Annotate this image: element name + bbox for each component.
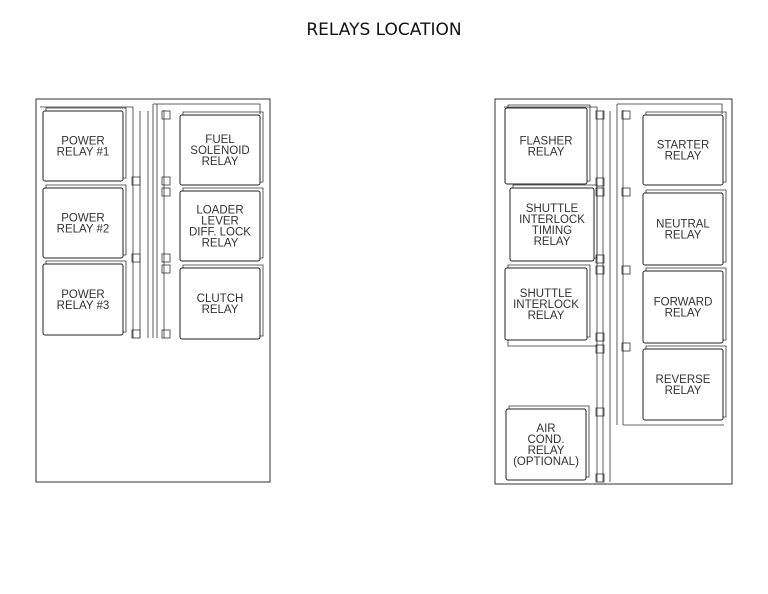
shuttle-interlock-timing-relay-label-line: SHUTTLE [526,203,579,215]
shuttle-interlock-timing-relay-label-line: RELAY [534,236,571,248]
shuttle-interlock-timing-relay-outline [512,184,598,259]
power-relay-1-label-line: POWER [61,136,104,148]
fuel-solenoid-relay-label-line: RELAY [202,156,239,168]
loader-lever-diff-lock-relay-label-line: RELAY [202,238,239,250]
power-relay-3-label-line: POWER [61,289,104,301]
starter-relay-label-line: STARTER [657,140,710,152]
shuttle-interlock-relay-label-line: INTERLOCK [513,299,579,311]
right-panel-rails [504,103,724,483]
loader-lever-diff-lock-relay-outline [182,187,264,259]
reverse-relay-label-line: REVERSE [656,374,711,386]
air-cond-relay-label-line: COND. [527,434,564,446]
flasher-relay-outline [507,104,591,182]
reverse-relay-box [642,348,724,421]
forward-relay-label-line: RELAY [665,308,702,320]
air-cond-relay-label-line: RELAY [528,445,565,457]
shuttle-interlock-timing-relay-label-line: INTERLOCK [519,214,585,226]
clutch-relay-label-line: CLUTCH [197,293,244,305]
power-relay-1-label-line: RELAY #1 [57,147,110,159]
flasher-relay-label-line: RELAY [528,147,565,159]
fuel-solenoid-relay-label-line: SOLENOID [190,145,249,157]
fuel-solenoid-relay-outline [182,111,264,183]
air-cond-relay-label-line: AIR [536,423,555,435]
power-relay-2-label-line: RELAY #2 [57,224,110,236]
neutral-relay-box [642,192,724,266]
starter-relay-label-line: RELAY [665,151,702,163]
fuel-solenoid-relay-label-line: FUEL [205,134,235,146]
starter-relay-box [642,114,724,186]
fuel-solenoid-relay-box [179,114,261,186]
power-relay-2-outline [45,184,127,256]
power-relay-1-outline [45,107,127,179]
air-cond-relay-label-line: (OPTIONAL) [513,456,579,468]
air-cond-relay-box [505,408,587,481]
left-panel-rails [40,103,261,339]
reverse-relay-label-line: RELAY [665,385,702,397]
air-cond-relay-outline [508,405,590,478]
neutral-relay-label-line: NEUTRAL [656,219,710,231]
loader-lever-diff-lock-relay-label-line: LOADER [196,205,243,217]
shuttle-interlock-relay-outline [507,264,591,338]
neutral-relay-outline [645,189,727,263]
reverse-relay-outline [645,345,727,418]
flasher-relay-box [504,107,588,185]
power-relay-2-box [42,187,124,259]
forward-relay-box [642,270,724,344]
shuttle-interlock-timing-relay-label-line: TIMING [532,225,572,237]
clutch-relay-outline [182,264,264,337]
power-relay-2-label-line: POWER [61,213,104,225]
shuttle-interlock-relay-box [504,267,588,341]
power-relay-3-outline [45,260,127,333]
loader-lever-diff-lock-relay-label-line: LEVER [201,216,239,228]
shuttle-interlock-relay-label-line: SHUTTLE [520,288,573,300]
clutch-relay-box [179,267,261,340]
starter-relay-outline [645,111,727,183]
flasher-relay-label-line: FLASHER [519,136,572,148]
neutral-relay-label-line: RELAY [665,230,702,242]
power-relay-3-label-line: RELAY #3 [57,300,110,312]
power-relay-1-box [42,110,124,182]
shuttle-interlock-relay-label-line: RELAY [528,310,565,322]
power-relay-3-box [42,263,124,336]
loader-lever-diff-lock-relay-box [179,190,261,262]
loader-lever-diff-lock-relay-label-line: DIFF. LOCK [189,227,251,239]
shuttle-interlock-timing-relay-box [509,187,595,262]
page-title: RELAYS LOCATION [306,20,462,40]
forward-relay-label-line: FORWARD [654,297,713,309]
forward-relay-outline [645,267,727,341]
clutch-relay-label-line: RELAY [202,304,239,316]
